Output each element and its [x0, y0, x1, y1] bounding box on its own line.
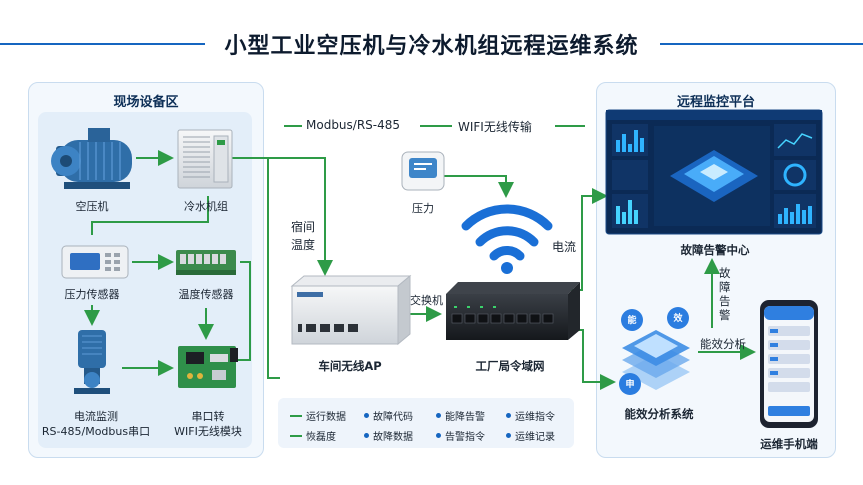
legend-item: 告警指令	[436, 428, 485, 443]
legend-item: 运维指令	[506, 408, 555, 423]
legend-dot-marker	[364, 433, 369, 438]
chiller-illustration	[177, 129, 233, 189]
page-title: 小型工业空压机与冷水机组远程运维系统	[224, 34, 639, 59]
pressure-panel-label: 压力	[412, 202, 434, 215]
legend-line-marker	[290, 414, 302, 417]
energy-icon-char: 申	[625, 380, 635, 390]
legend-text: 运行数据	[306, 412, 346, 423]
legend-item: 能降告警	[436, 408, 485, 423]
fault-center-label: 故障告警中心	[680, 243, 750, 257]
lan-switch-label: 工厂局令域网	[475, 359, 545, 373]
title-rule-right	[660, 43, 863, 45]
converter-label-1: 串口转	[191, 410, 225, 423]
title-rule-left	[0, 43, 205, 45]
current-monitor-label-2: RS-485/Modbus串口	[41, 425, 151, 438]
legend-text: 运维指令	[515, 412, 555, 423]
legend-item: 运行数据	[290, 408, 346, 423]
remote-platform-title: 远程监控平台	[676, 95, 755, 110]
legend-text: 恢磊度	[306, 432, 336, 443]
temp-sensor-label: 温度传感器	[178, 288, 234, 301]
switch-flow-label: 交换机	[410, 294, 443, 307]
legend-item: 运维记录	[506, 428, 555, 443]
compressor-label: 空压机	[75, 200, 109, 213]
current-flow-label: 电流	[552, 240, 577, 254]
energy-icon-char: 能	[627, 316, 637, 326]
temp-flow-label-1: 宿间	[291, 220, 316, 234]
legend-text: 告警指令	[445, 432, 485, 443]
legend-item: 恢磊度	[290, 428, 336, 443]
legend-text: 能降告警	[445, 412, 485, 423]
converter-illustration	[178, 346, 238, 388]
legend-dot-marker	[364, 413, 369, 418]
pressure-sensor-illustration	[61, 245, 129, 279]
current-monitor-illustration	[74, 330, 110, 394]
legend-text: 故降数据	[373, 432, 413, 443]
temp-sensor-illustration	[176, 250, 236, 275]
legend-item: 故降数据	[364, 428, 413, 443]
connector-lines	[84, 125, 756, 390]
data-legend	[278, 398, 574, 448]
wireless-ap-illustration	[290, 274, 412, 346]
legend-item: 故障代码	[364, 408, 413, 423]
energy-icon-char: 效	[673, 314, 683, 324]
modbus-flow-label: Modbus/RS-485	[306, 118, 401, 132]
dashboard-illustration	[605, 109, 823, 235]
energy-analysis-illustration	[619, 307, 690, 395]
legend-line-marker	[290, 434, 302, 437]
legend-dot-marker	[506, 413, 511, 418]
wifi-flow-label: WIFI无线传输	[458, 120, 532, 134]
current-monitor-label-1: 电流监测	[74, 410, 118, 423]
temp-flow-label-2: 温度	[291, 238, 316, 252]
legend-text: 故障代码	[373, 412, 413, 423]
energy-analysis-flow-label: 能效分析	[700, 337, 746, 351]
wifi-icon	[461, 204, 553, 261]
converter-label-2: WIFI无线模块	[174, 425, 242, 438]
wireless-ap-label: 车间无线AP	[318, 359, 382, 373]
lan-switch-illustration	[446, 282, 580, 340]
mobile-label: 运维手机端	[760, 437, 818, 451]
energy-system-label: 能效分析系统	[624, 407, 694, 421]
legend-dot-marker	[506, 433, 511, 438]
pressure-panel-illustration	[401, 151, 445, 191]
legend-text: 运维记录	[515, 432, 555, 443]
field-devices-title: 现场设备区	[113, 95, 179, 110]
pressure-sensor-label: 压力传感器	[64, 288, 120, 301]
chiller-label: 冷水机组	[184, 200, 228, 213]
mobile-illustration	[760, 300, 818, 428]
legend-dot-marker	[436, 433, 441, 438]
wifi-dot	[501, 262, 513, 274]
compressor-illustration	[51, 128, 132, 189]
legend-dot-marker	[436, 413, 441, 418]
fault-alarm-vertical-label: 故障告警	[719, 266, 731, 322]
